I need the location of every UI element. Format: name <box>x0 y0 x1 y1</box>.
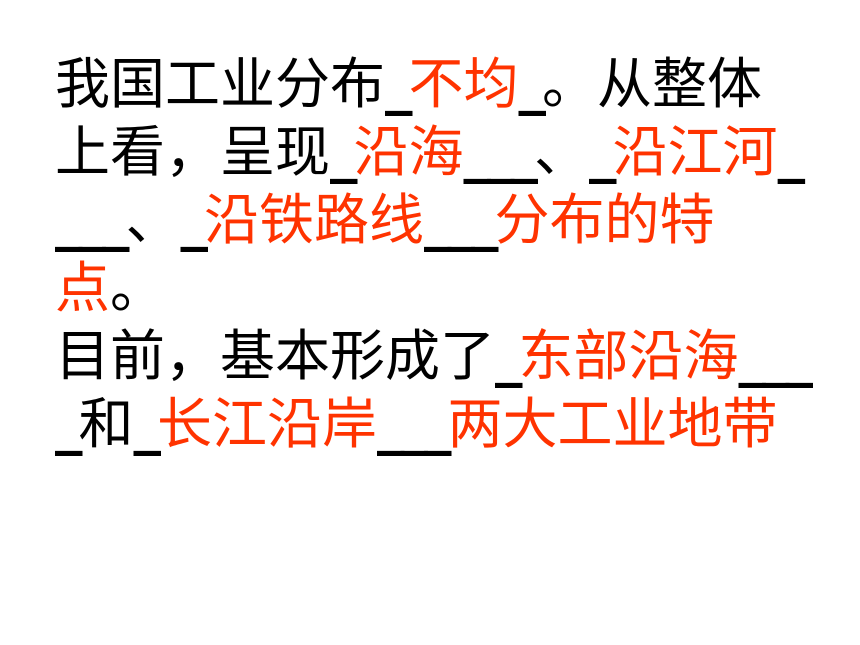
static-text: 。从整体上看，呈现 <box>55 52 763 184</box>
answer-text: 分布的特点 <box>55 188 715 320</box>
blank-line: _ <box>518 52 546 116</box>
fill-in-question-text: 我国工业分布_不均_。从整体上看，呈现_沿海___、_沿江河____、_沿铁路线… <box>55 50 815 458</box>
blank-line: _ <box>495 324 522 388</box>
answer-text: 沿铁路线 <box>204 188 425 252</box>
static-text: 目前，基本形成了 <box>55 324 496 388</box>
answer-text: 沿海 <box>353 120 464 184</box>
blank-line: _ <box>133 392 161 456</box>
paragraph-industrial-belts: 目前，基本形成了_东部沿海____和_长江沿岸___两大工业地带 <box>55 322 815 458</box>
static-text: 和 <box>78 392 134 456</box>
answer-text: 两大工业地带 <box>447 392 778 456</box>
static-text: 、 <box>125 188 181 252</box>
blank-line: ___ <box>424 188 498 252</box>
answer-text: 东部沿海 <box>518 324 739 388</box>
blank-line: _ <box>589 120 616 184</box>
static-text: 我国工业分布 <box>55 52 386 116</box>
blank-line: ___ <box>377 392 451 456</box>
blank-line: ____ <box>55 324 813 456</box>
blank-line: ____ <box>55 120 805 252</box>
static-text: 、 <box>534 120 590 184</box>
answer-text: 长江沿岸 <box>157 392 378 456</box>
blank-line: _ <box>385 52 412 116</box>
blank-line: _ <box>330 120 357 184</box>
answer-text: 沿江河 <box>612 120 778 184</box>
blank-line: ___ <box>463 120 538 184</box>
paragraph-industry-distribution: 我国工业分布_不均_。从整体上看，呈现_沿海___、_沿江河____、_沿铁路线… <box>55 50 815 322</box>
blank-line: _ <box>180 188 208 252</box>
answer-text: 不均 <box>408 52 519 116</box>
static-text: 。 <box>110 256 166 320</box>
